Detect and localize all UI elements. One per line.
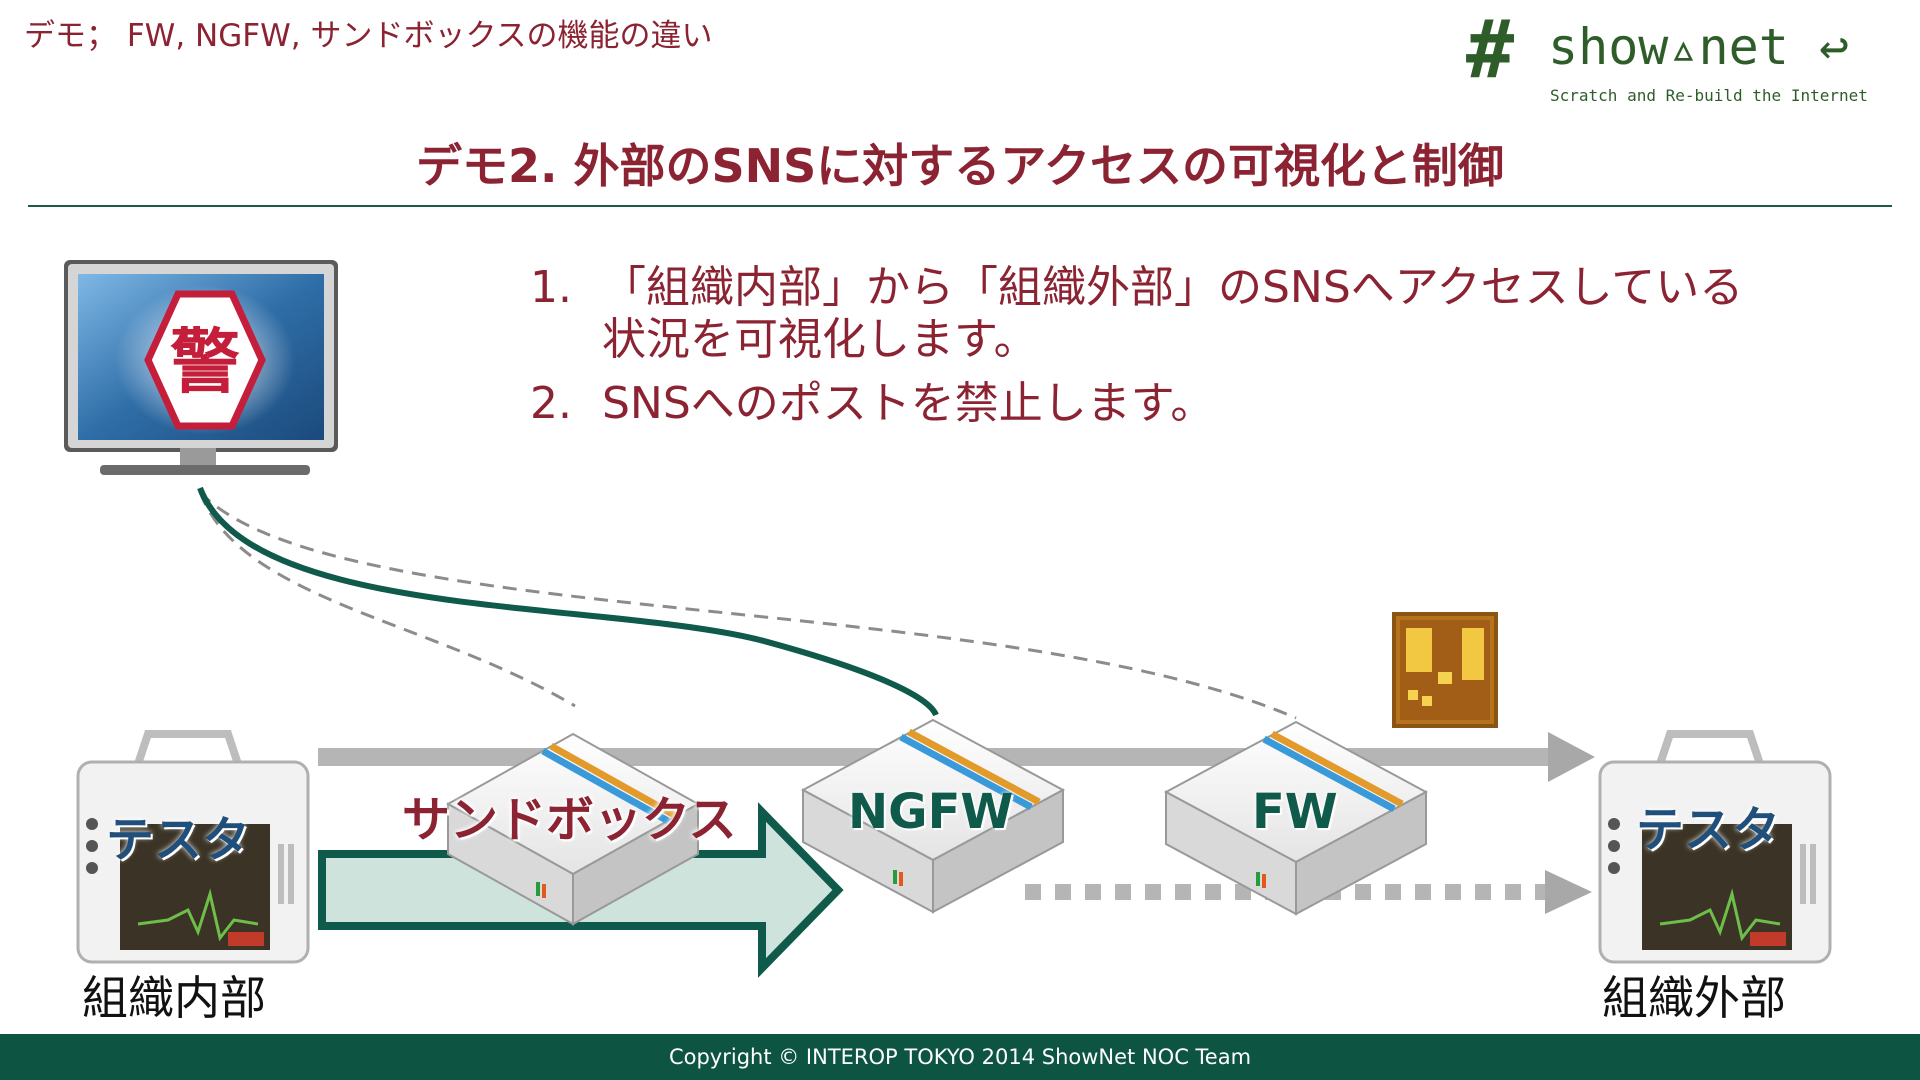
title-divider — [28, 205, 1892, 207]
monitor-icon: 警 — [64, 260, 338, 475]
step-number: 2. — [530, 377, 572, 429]
step-text: SNSへのポストを禁止します。 — [602, 377, 1215, 429]
fw-appliance-icon — [1163, 720, 1429, 916]
management-link — [198, 490, 1297, 720]
left-tester-label: テスタ — [106, 812, 251, 868]
logo-name: show▵net ↩ — [1548, 22, 1849, 72]
shownet-logo: # show▵net ↩ Scratch and Re-build the In… — [1466, 10, 1896, 110]
ngfw-appliance-icon — [800, 718, 1066, 914]
step-text: 「組織内部」から「組織外部」のSNSへアクセスしている状況を可視化します。 — [602, 262, 1744, 365]
blocked-traffic-arrow — [1025, 870, 1592, 914]
sns-board-icon — [1392, 612, 1498, 728]
warning-kanji: 警 — [170, 321, 240, 403]
tester-device-icon — [76, 730, 310, 964]
tester-device-icon — [1598, 730, 1832, 964]
management-link — [198, 491, 576, 708]
logo-hash-icon: # — [1466, 3, 1515, 96]
fw-label: FW — [1252, 784, 1338, 840]
slide-title: デモ2. 外部のSNSに対するアクセスの可視化と制御 — [416, 139, 1504, 193]
inside-zone-label: 組織内部 — [82, 971, 266, 1025]
return-arrow-icon: ↩ — [1818, 18, 1850, 76]
outside-zone-label: 組織外部 — [1602, 971, 1786, 1025]
logo-tagline: Scratch and Re-build the Internet — [1550, 86, 1868, 105]
sandbox-label: サンドボックス — [402, 792, 737, 848]
step-list: 1. 「組織内部」から「組織外部」のSNSへアクセスしている状況を可視化します。… — [530, 262, 1770, 442]
list-item: 2. SNSへのポストを禁止します。 — [530, 378, 1770, 430]
logo-name-text: show▵net — [1548, 18, 1789, 76]
right-tester-label: テスタ — [1636, 802, 1781, 858]
network-diagram: 警 — [64, 260, 1832, 978]
list-item: 1. 「組織内部」から「組織外部」のSNSへアクセスしている状況を可視化します。 — [530, 262, 1770, 366]
sandbox-appliance-icon — [445, 732, 701, 926]
ngfw-label: NGFW — [848, 784, 1014, 840]
footer-copyright: Copyright © INTEROP TOKYO 2014 ShowNet N… — [0, 1034, 1920, 1080]
ngfw-link — [197, 486, 939, 717]
step-number: 1. — [530, 262, 572, 313]
breadcrumb: デモ； FW, NGFW, サンドボックスの機能の違い — [24, 18, 713, 54]
